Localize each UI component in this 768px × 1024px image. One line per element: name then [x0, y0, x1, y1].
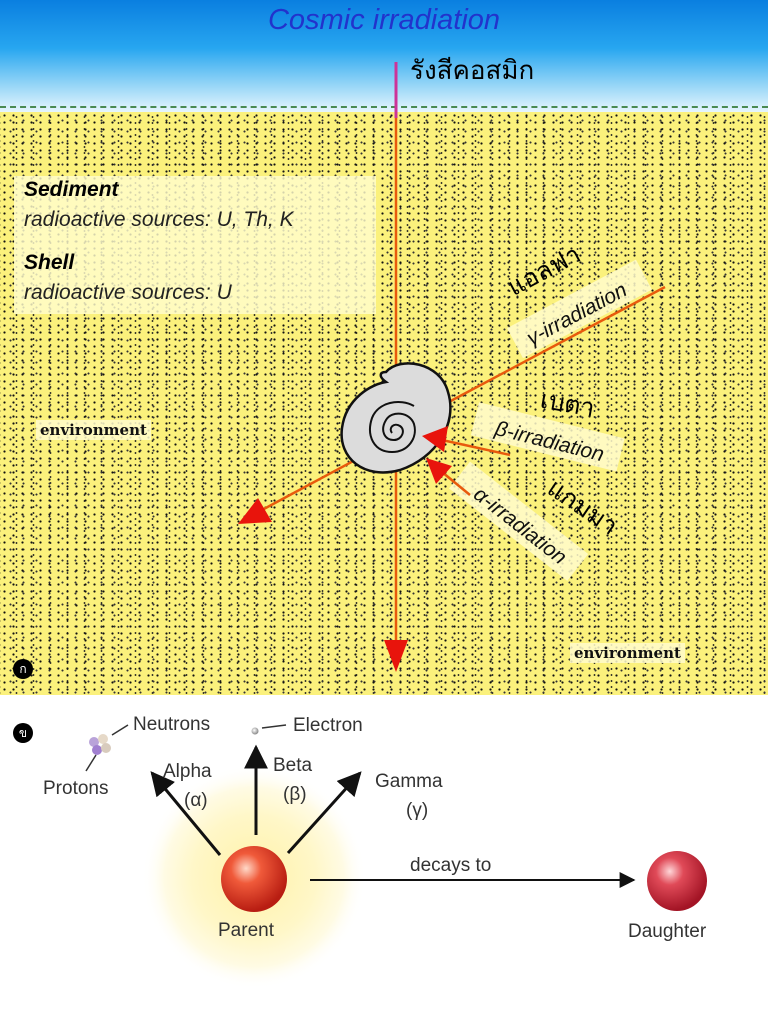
electron-particle — [251, 727, 259, 735]
alpha-label-box — [449, 461, 589, 581]
sources-label-box — [14, 176, 376, 314]
protons-label: Protons — [43, 778, 109, 799]
cosmic-ray-arrowhead — [384, 640, 408, 672]
alpha-symbol-label: (α) — [184, 790, 208, 811]
daughter-label: Daughter — [628, 921, 707, 942]
beta-arrowhead — [422, 426, 448, 452]
beta-label-box — [470, 402, 625, 472]
parent-label: Parent — [218, 920, 274, 941]
sediment-sources: radioactive sources: U, Th, K — [24, 208, 294, 231]
gamma-ray-line — [429, 285, 666, 414]
environment-label-right: environment — [570, 643, 685, 663]
alpha-particle-cluster — [89, 734, 111, 755]
shell-heading: Shell — [24, 251, 75, 274]
beta-thai-label: เบตา — [538, 385, 597, 423]
panel-b-badge: ข — [13, 723, 33, 743]
alpha-name-label: Alpha — [163, 761, 212, 782]
gamma-symbol-label: (γ) — [406, 800, 429, 821]
decay-diagram — [85, 724, 707, 989]
shell-sources: radioactive sources: U — [24, 281, 232, 304]
sky-region — [0, 0, 768, 120]
beta-name-label: Beta — [273, 755, 313, 776]
decays-to-label: decays to — [410, 855, 492, 876]
environment-label-left: environment — [36, 420, 151, 440]
cosmic-thai-label: รังสีคอสมิก — [410, 56, 535, 86]
gamma-thai-label: แอลฟา — [503, 239, 586, 301]
parent-nucleus — [221, 846, 287, 912]
beta-ray-line — [441, 438, 511, 457]
panel-a-badge: ก — [13, 659, 33, 679]
gamma-arrow — [286, 771, 362, 855]
radiation-environment-panel: Cosmic irradiation Sediment radioactive … — [0, 0, 768, 695]
radiation-rays-diagram: γ-irradiation β-irradiation α-irradiatio… — [238, 62, 666, 672]
beta-symbol-label: (β) — [283, 784, 307, 805]
neutrons-leader-line — [111, 724, 129, 736]
gamma-name-label: Gamma — [375, 771, 443, 792]
electron-label: Electron — [293, 715, 363, 736]
sediment-heading: Sediment — [24, 178, 119, 201]
gamma-label-box — [507, 259, 652, 359]
cosmic-irradiation-title: Cosmic irradiation — [267, 4, 501, 36]
alpha-arrow — [150, 771, 222, 856]
ground-surface-line — [0, 106, 768, 108]
alpha-ray-line — [441, 471, 471, 496]
electron-leader-line — [261, 724, 287, 729]
neutrons-label: Neutrons — [133, 714, 211, 735]
daughter-nucleus — [647, 851, 707, 911]
shell-fossil — [340, 362, 452, 474]
radioactive-decay-panel: ข — [0, 695, 768, 1024]
alpha-arrowhead — [426, 458, 452, 484]
protons-leader-line — [85, 754, 97, 772]
gamma-exit-arrowhead — [238, 498, 272, 524]
